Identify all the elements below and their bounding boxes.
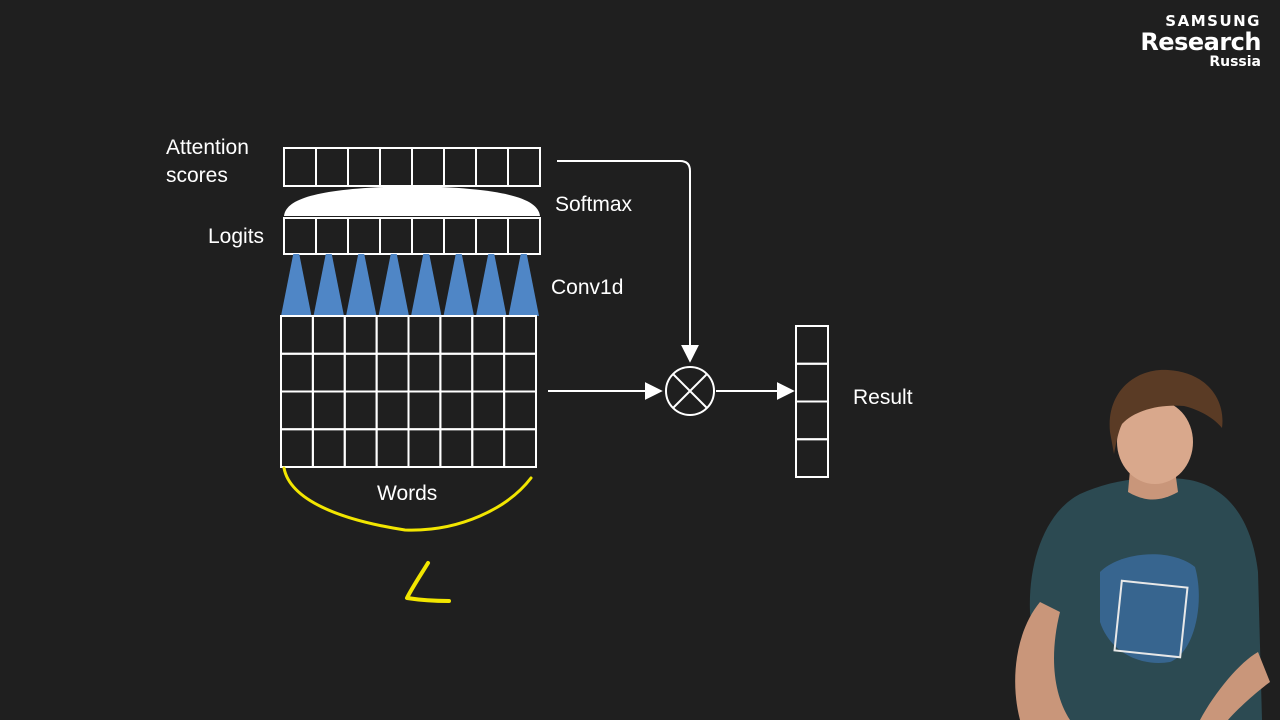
word-embedding-cell bbox=[311, 390, 346, 431]
word-embedding-cell bbox=[503, 390, 537, 431]
word-embedding-cell bbox=[407, 315, 442, 355]
word-embedding-cell bbox=[343, 390, 378, 431]
word-embedding-cell bbox=[343, 352, 378, 393]
result-cell bbox=[795, 438, 829, 478]
word-embedding-cell bbox=[343, 428, 378, 468]
logit-cell bbox=[507, 217, 541, 255]
attention-score-cell bbox=[443, 147, 477, 187]
logit-cell bbox=[475, 217, 509, 255]
result-cell bbox=[795, 362, 829, 403]
conv-kernel bbox=[476, 254, 507, 316]
word-embedding-cell bbox=[471, 352, 506, 393]
word-embedding-cell bbox=[503, 428, 537, 468]
conv-kernel bbox=[411, 254, 442, 316]
presenter-hair bbox=[1109, 369, 1223, 454]
words-brace-annotation bbox=[282, 466, 533, 532]
samsung-research-logo: SAMSUNG Research Russia bbox=[1140, 12, 1261, 70]
word-embedding-cell bbox=[280, 428, 314, 468]
attention-score-cell bbox=[283, 147, 317, 187]
logit-cell bbox=[315, 217, 349, 255]
word-embedding-cell bbox=[311, 352, 346, 393]
word-embedding-cell bbox=[439, 352, 474, 393]
logo-line2: Research bbox=[1140, 28, 1261, 56]
word-embedding-cell bbox=[407, 352, 442, 393]
word-embedding-cell bbox=[439, 428, 474, 468]
logit-cell bbox=[379, 217, 413, 255]
attention-score-cell bbox=[379, 147, 413, 187]
presenter-right-arm bbox=[1200, 652, 1270, 720]
word-embedding-cell bbox=[439, 390, 474, 431]
multiply-circle-icon bbox=[665, 366, 715, 416]
word-embedding-cell bbox=[439, 315, 474, 355]
word-embedding-cell bbox=[311, 315, 346, 355]
word-embedding-cell bbox=[311, 428, 346, 468]
shirt-print-frame bbox=[1113, 579, 1189, 659]
conv-kernel bbox=[313, 254, 344, 316]
conv-kernel bbox=[378, 254, 409, 316]
result-cell bbox=[795, 400, 829, 441]
word-embedding-cell bbox=[280, 352, 314, 393]
conv1d-label: Conv1d bbox=[551, 276, 624, 299]
softmax-label: Softmax bbox=[555, 193, 633, 216]
word-embedding-cell bbox=[471, 315, 506, 355]
presenter-video bbox=[1015, 369, 1270, 720]
presenter-face bbox=[1117, 400, 1193, 484]
attention-label-line1: Attention bbox=[166, 136, 249, 159]
word-embedding-cell bbox=[407, 428, 442, 468]
logit-cell bbox=[411, 217, 445, 255]
score-to-multiply-arrow bbox=[557, 160, 699, 363]
attention-label-line2: scores bbox=[166, 164, 228, 187]
conv-kernel bbox=[346, 254, 377, 316]
conv-kernel bbox=[508, 254, 539, 316]
presenter-left-arm bbox=[1015, 602, 1070, 720]
word-embedding-cell bbox=[471, 428, 506, 468]
conv-kernel bbox=[281, 254, 312, 316]
logo-line3: Russia bbox=[1209, 54, 1261, 70]
word-embedding-cell bbox=[407, 390, 442, 431]
word-embedding-cell bbox=[471, 390, 506, 431]
word-embedding-cell bbox=[503, 315, 537, 355]
attention-score-cell bbox=[507, 147, 541, 187]
attention-scores-label: Attention scores bbox=[166, 134, 249, 190]
word-embedding-cell bbox=[503, 352, 537, 393]
attention-score-cell bbox=[315, 147, 349, 187]
logits-label: Logits bbox=[208, 225, 265, 248]
word-embedding-cell bbox=[280, 390, 314, 431]
logit-cell bbox=[347, 217, 381, 255]
attention-score-cell bbox=[347, 147, 381, 187]
word-embedding-cell bbox=[375, 315, 410, 355]
result-label: Result bbox=[853, 386, 913, 409]
logit-cell bbox=[283, 217, 317, 255]
conv1d-kernels bbox=[281, 254, 539, 316]
logo-line1: SAMSUNG bbox=[1165, 12, 1261, 30]
word-embedding-cell bbox=[343, 315, 378, 355]
words-label: Words bbox=[377, 482, 438, 505]
result-cell bbox=[795, 325, 829, 365]
word-embedding-cell bbox=[375, 390, 410, 431]
attention-score-cell bbox=[411, 147, 445, 187]
attention-scores-row bbox=[283, 147, 541, 187]
word-embedding-cell bbox=[375, 352, 410, 393]
attention-score-cell bbox=[475, 147, 509, 187]
word-embedding-cell bbox=[280, 315, 314, 355]
handwritten-l-mark bbox=[405, 561, 451, 603]
words-matrix bbox=[280, 315, 537, 468]
result-vector bbox=[795, 325, 829, 478]
logit-cell bbox=[443, 217, 477, 255]
conv-kernel bbox=[443, 254, 474, 316]
softmax-block bbox=[284, 186, 540, 216]
word-embedding-cell bbox=[375, 428, 410, 468]
logits-row bbox=[283, 217, 541, 255]
